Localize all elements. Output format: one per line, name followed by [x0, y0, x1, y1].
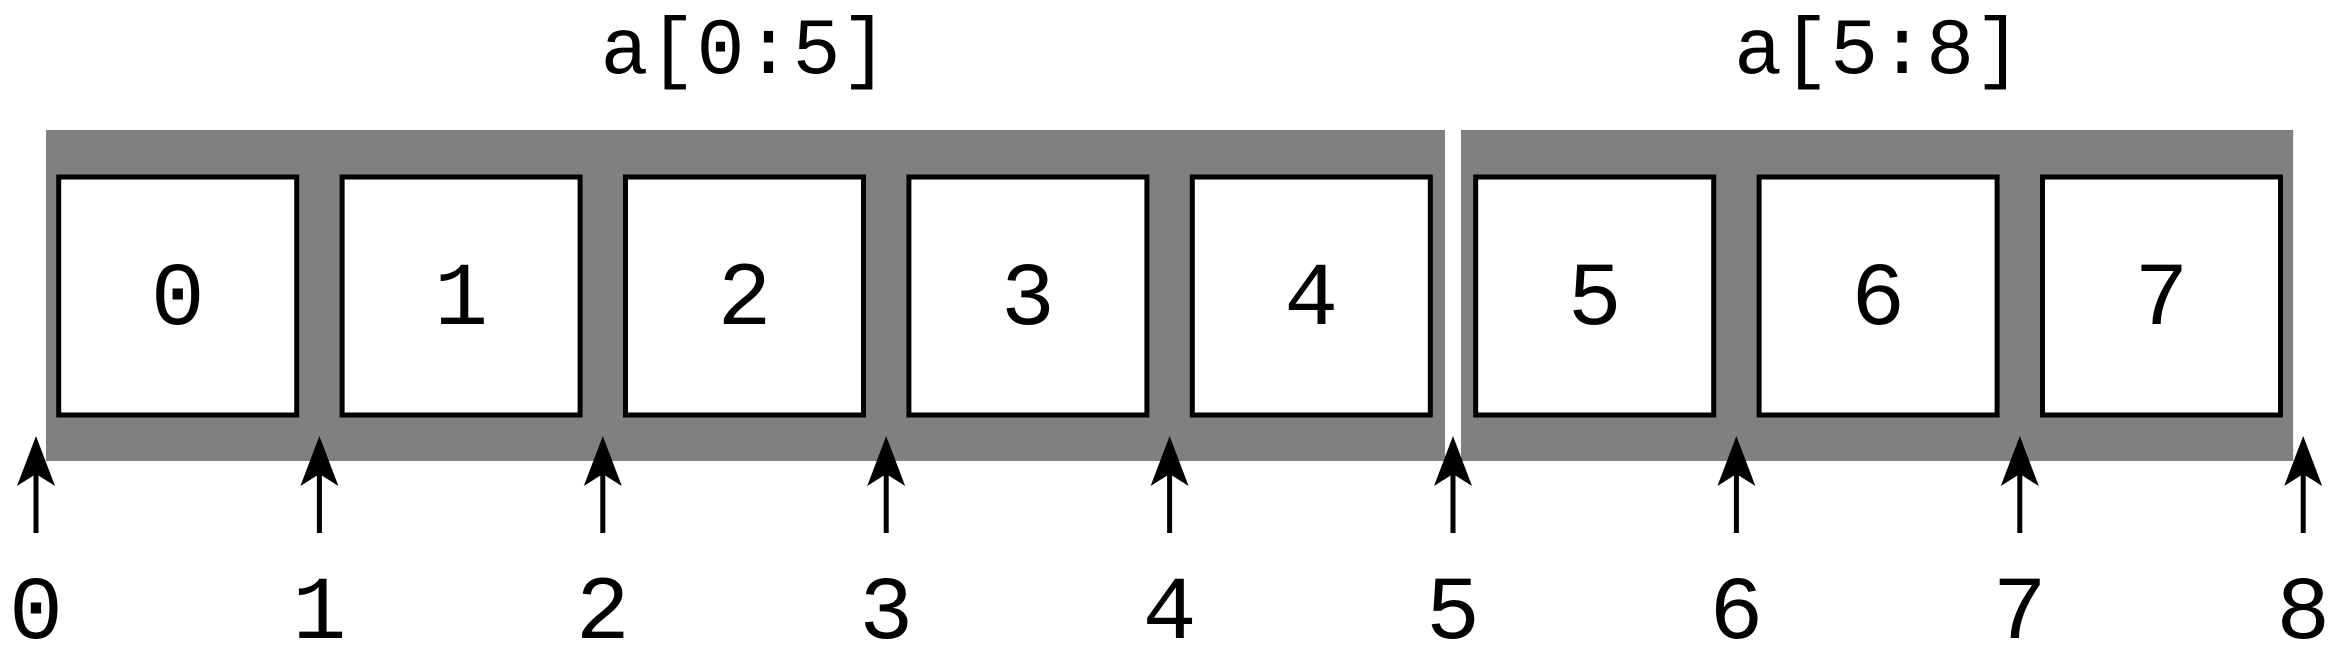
index-arrow-0: [17, 436, 55, 533]
index-label-5: 5: [1426, 564, 1480, 654]
array-cell-value-1: 1: [434, 250, 488, 352]
arrow-up-icon: [17, 436, 55, 486]
array-cell-2: [623, 174, 866, 418]
arrow-up-icon: [1717, 436, 1756, 486]
slice-label-1: a[5:8]: [1734, 7, 2022, 98]
array-cell-3: [906, 174, 1150, 418]
arrow-up-icon: [867, 436, 906, 486]
index-label-4: 4: [1143, 564, 1197, 654]
index-label-1: 1: [292, 564, 346, 654]
index-arrow-7: [2000, 436, 2039, 533]
array-cell-6: [1756, 174, 2000, 418]
index-label-2: 2: [576, 564, 630, 654]
array-cell-0: [56, 174, 300, 418]
index-label-8: 8: [2276, 564, 2330, 654]
arrow-up-icon: [1150, 436, 1189, 486]
array-cell-1: [339, 174, 583, 418]
index-label-3: 3: [859, 564, 913, 654]
arrow-up-icon: [2000, 436, 2039, 486]
array-cell-value-2: 2: [717, 250, 771, 352]
index-arrow-5: [1434, 436, 1472, 533]
array-cell-value-6: 6: [1851, 250, 1905, 352]
arrow-up-icon: [300, 436, 339, 486]
array-cell-7: [2040, 174, 2283, 418]
index-arrow-2: [583, 436, 622, 533]
index-arrow-4: [1150, 436, 1189, 533]
slice-label-0: a[0:5]: [600, 7, 888, 98]
array-cell-value-3: 3: [1001, 250, 1055, 352]
arrow-up-icon: [2284, 436, 2323, 486]
index-arrow-3: [867, 436, 906, 533]
index-label-7: 7: [1993, 564, 2047, 654]
index-arrow-6: [1717, 436, 1756, 533]
index-arrow-8: [2284, 436, 2323, 533]
array-cell-5: [1473, 174, 1717, 418]
array-cells: 0 1 2 3 4 5 6 7: [56, 174, 2283, 418]
arrow-up-icon: [583, 436, 622, 486]
index-label-0: 0: [9, 564, 63, 654]
index-arrow-1: [300, 436, 339, 533]
array-cell-value-7: 7: [2134, 250, 2188, 352]
arrow-up-icon: [1434, 436, 1472, 486]
array-cell-value-4: 4: [1284, 250, 1338, 352]
array-cell-4: [1189, 174, 1433, 418]
array-cell-value-0: 0: [151, 250, 205, 352]
index-labels: 0 1 2 3 4 5 6 7 8: [9, 564, 2330, 654]
array-cell-value-5: 5: [1568, 250, 1622, 352]
index-label-6: 6: [1709, 564, 1763, 654]
index-arrows: [17, 436, 2323, 533]
